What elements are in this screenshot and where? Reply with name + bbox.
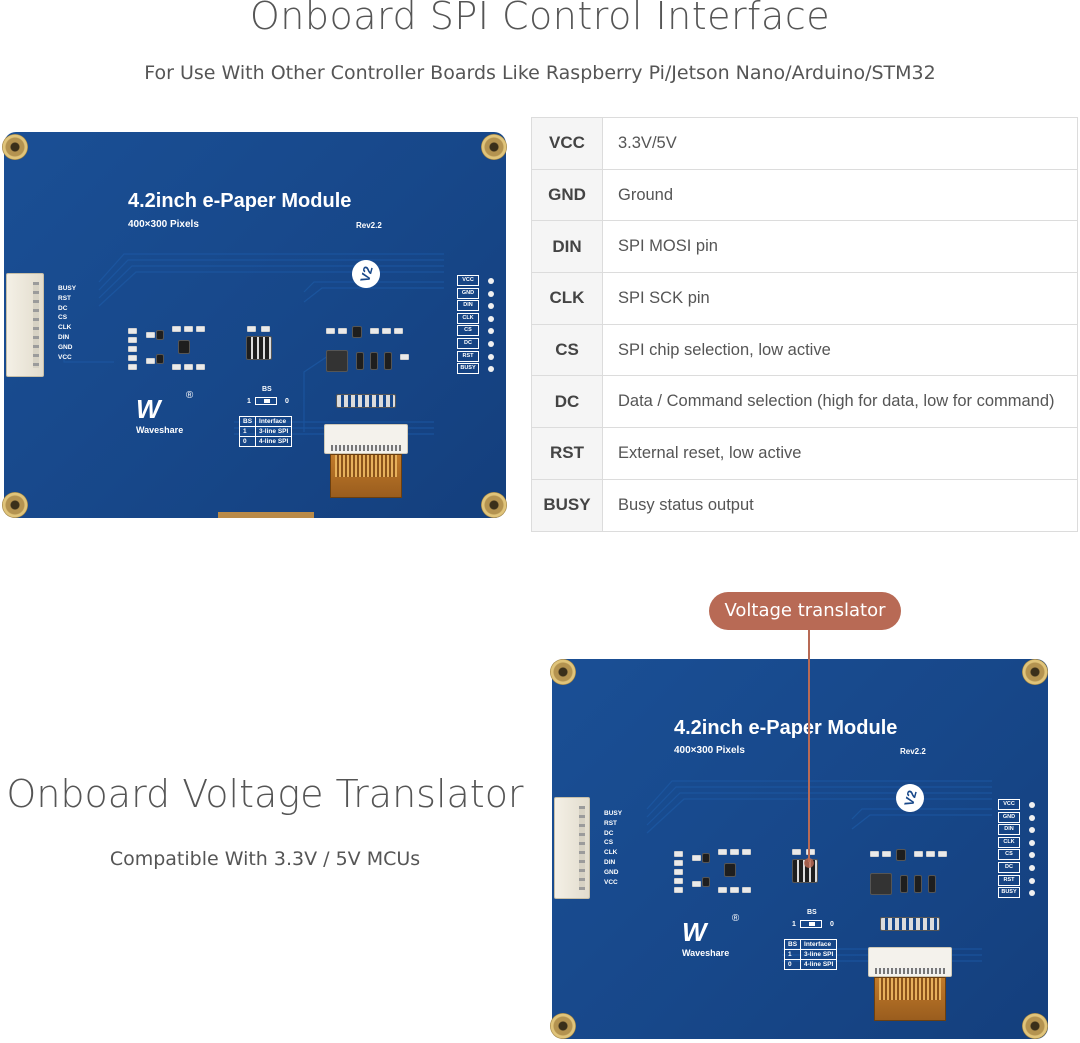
epaper-board-photo-top: 4.2inch e-Paper Module 400×300 Pixels Re…	[2, 132, 507, 518]
pin-header-connector	[554, 797, 590, 899]
board-pixels: 400×300 Pixels	[128, 219, 199, 230]
board-title: 4.2inch e-Paper Module	[128, 190, 352, 212]
mounting-hole	[481, 134, 507, 160]
epaper-board-photo-bottom: 4.2inch e-Paper Module 400×300 Pixels Re…	[550, 659, 1048, 1039]
board-rev: Rev2.2	[356, 221, 382, 230]
version-badge: V2	[348, 256, 384, 292]
waveshare-logo: W ® Waveshare	[682, 913, 740, 958]
callout-pointer	[804, 858, 814, 868]
waveshare-logo: W ® Waveshare	[136, 390, 194, 435]
right-pin-pads	[1029, 802, 1035, 903]
page-title: Onboard SPI Control Interface	[249, 0, 831, 38]
version-badge: V2	[892, 780, 928, 816]
section-title: Onboard Voltage Translator	[6, 772, 524, 816]
mounting-hole	[481, 492, 507, 518]
voltage-translator-callout: Voltage translator	[709, 592, 901, 630]
board-pixels: 400×300 Pixels	[674, 745, 745, 756]
page-subtitle: For Use With Other Controller Boards Lik…	[144, 62, 936, 84]
mounting-hole	[2, 134, 28, 160]
right-pin-pads	[488, 278, 494, 379]
flex-cable	[330, 454, 402, 498]
mounting-hole	[2, 492, 28, 518]
bs-label: BS	[262, 386, 272, 393]
bs-switch	[255, 397, 277, 405]
board-title: 4.2inch e-Paper Module	[674, 717, 898, 739]
ribbon-connector	[324, 424, 408, 454]
board-rev: Rev2.2	[900, 747, 926, 756]
voltage-translator-chip	[246, 336, 272, 360]
callout-line	[808, 630, 810, 862]
section-subtitle: Compatible With 3.3V / 5V MCUs	[109, 848, 421, 870]
pin-header-connector	[6, 273, 44, 377]
